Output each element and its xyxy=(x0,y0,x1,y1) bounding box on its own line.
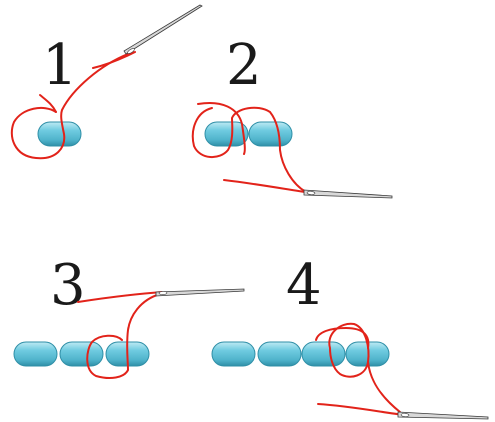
step-4-thread xyxy=(315,322,405,416)
step-2: 2 xyxy=(191,33,393,199)
step-3-bead-row xyxy=(13,341,150,367)
step-2-thread xyxy=(191,102,313,194)
step-3-number: 3 xyxy=(50,253,86,318)
step-1-number: 1 xyxy=(42,33,78,98)
step-2-number: 2 xyxy=(226,33,262,98)
sewing-needle-icon xyxy=(123,4,203,55)
step-1-bead-row xyxy=(37,121,82,147)
bead-icon xyxy=(37,121,82,147)
bead-icon xyxy=(301,341,346,367)
sewing-needle-icon xyxy=(303,189,393,199)
step-3: 3 xyxy=(13,253,245,379)
step-1: 1 xyxy=(10,4,203,160)
step-1-thread xyxy=(10,51,136,160)
bead-icon xyxy=(13,341,58,367)
bead-icon xyxy=(59,341,104,367)
step-2-bead-row xyxy=(204,121,293,147)
sewing-needle-icon xyxy=(397,411,489,420)
step-4-bead-row xyxy=(211,341,390,367)
bead-icon xyxy=(248,121,293,147)
bead-icon xyxy=(257,341,302,367)
step-4: 4 xyxy=(211,253,489,420)
bead-icon xyxy=(211,341,256,367)
sewing-needle-icon xyxy=(155,288,245,297)
step-3-thread xyxy=(77,291,163,379)
step-4-number: 4 xyxy=(286,253,322,318)
bead-icon xyxy=(204,121,249,147)
